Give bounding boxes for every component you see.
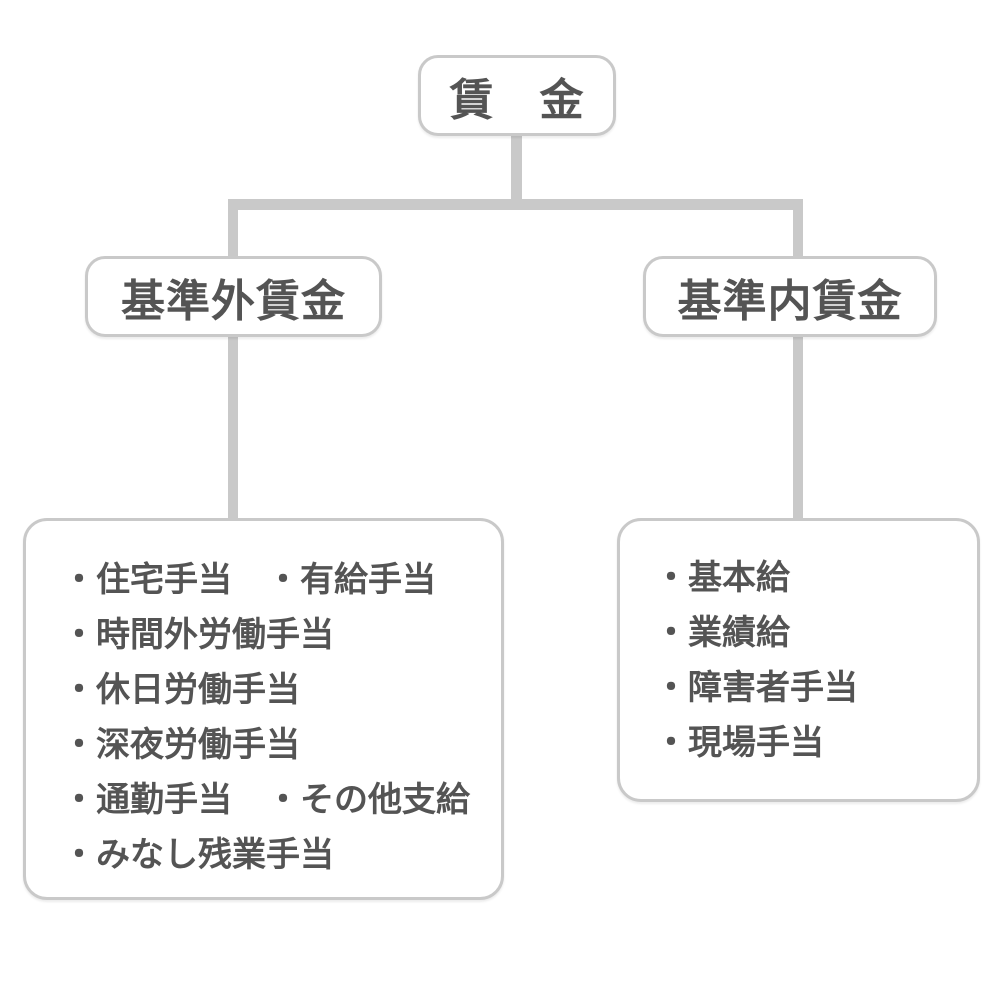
node-standard-wage-label: 基準内賃金 [677,276,903,326]
list-item: ・通勤手当 ・その他支給 [62,781,470,819]
list-item: ・時間外労働手当 [62,616,334,654]
list-item: ・休日労働手当 [62,671,300,709]
connector-right-leaf-drop [793,330,803,526]
list-item: ・業績給 [654,614,790,652]
list-item: ・みなし残業手当 [62,836,334,874]
node-wage-root: 賃 金 [418,55,616,136]
node-standard-wage: 基準内賃金 [643,256,937,337]
connector-left-leaf-drop [228,330,238,526]
node-wage-root-label: 賃 金 [449,75,585,125]
list-item: ・深夜労働手当 [62,726,300,764]
connector-root-stem [511,130,522,210]
node-nonstandard-wage: 基準外賃金 [85,256,382,337]
list-item: ・障害者手当 [654,669,858,707]
node-nonstandard-wage-label: 基準外賃金 [121,276,346,326]
list-nonstandard-allowances: ・住宅手当 ・有給手当 ・時間外労働手当 ・休日労働手当 ・深夜労働手当 ・通勤… [23,518,504,900]
list-item: ・基本給 [654,559,790,597]
list-item: ・住宅手当 ・有給手当 [62,561,436,599]
connector-horizontal-bar [228,199,803,210]
connector-left-branch-drop [228,199,238,261]
connector-right-branch-drop [793,199,803,261]
list-item: ・現場手当 [654,724,824,762]
list-standard-wages: ・基本給 ・業績給 ・障害者手当 ・現場手当 [617,518,980,802]
